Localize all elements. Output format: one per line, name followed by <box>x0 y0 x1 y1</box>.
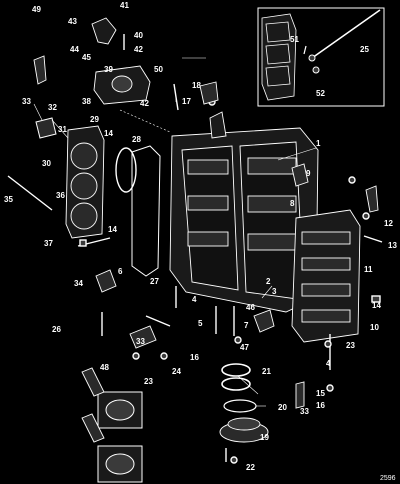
callout-33b: 33 <box>136 337 145 346</box>
callout-11: 11 <box>364 265 373 274</box>
inset-block-part <box>261 13 297 101</box>
oil-pressure-switch <box>35 117 57 139</box>
thermostat-housing <box>93 65 151 105</box>
callout-25: 25 <box>360 45 369 54</box>
callout-labels: 1 2 3 4 4 5 6 7 8 9 10 11 12 13 14 14 14… <box>4 1 397 472</box>
callout-50: 50 <box>154 65 163 74</box>
callout-14b: 14 <box>108 225 117 234</box>
seal-carrier <box>219 417 269 443</box>
figure-number: 2596 <box>380 475 396 482</box>
callout-2: 2 <box>266 277 271 286</box>
callout-28: 28 <box>132 135 141 144</box>
callout-42: 42 <box>134 45 143 54</box>
callout-43: 43 <box>68 17 77 26</box>
sensors <box>33 55 379 443</box>
callout-40: 40 <box>134 31 143 40</box>
callout-10: 10 <box>370 323 379 332</box>
cylinder-block <box>169 111 319 313</box>
head-gasket <box>131 145 161 277</box>
callout-22: 22 <box>246 463 255 472</box>
callout-6: 6 <box>118 267 123 276</box>
crankcase-cover <box>291 209 361 343</box>
callout-13: 13 <box>388 241 397 250</box>
callout-23b: 23 <box>144 377 153 386</box>
callout-8: 8 <box>290 199 295 208</box>
callout-1: 1 <box>316 139 321 148</box>
callout-18: 18 <box>192 81 201 90</box>
callout-29: 29 <box>90 115 99 124</box>
callout-4b: 4 <box>326 359 331 368</box>
callout-27: 27 <box>150 277 159 286</box>
seal-inset-lower <box>97 445 143 483</box>
inset-detail-box <box>257 7 385 107</box>
inset-washer <box>312 66 320 74</box>
seal-inset-upper <box>97 391 143 429</box>
callout-26: 26 <box>52 325 61 334</box>
inset-sensor <box>308 54 316 62</box>
callout-44: 44 <box>70 45 79 54</box>
hose-fitting <box>91 17 117 45</box>
callout-21: 21 <box>262 367 271 376</box>
callout-48: 48 <box>100 363 109 372</box>
callout-3: 3 <box>272 287 277 296</box>
callout-51: 51 <box>290 35 299 44</box>
callout-15: 15 <box>316 389 325 398</box>
callout-45: 45 <box>82 53 91 62</box>
callout-23: 23 <box>346 341 355 350</box>
fasteners <box>7 34 383 464</box>
callout-38: 38 <box>82 97 91 106</box>
callout-36: 36 <box>56 191 65 200</box>
callout-49: 49 <box>32 5 41 14</box>
callout-16b: 16 <box>316 401 325 410</box>
callout-33c: 33 <box>300 407 309 416</box>
cylinder-head <box>65 125 105 239</box>
callout-31: 31 <box>58 125 67 134</box>
callout-24: 24 <box>172 367 181 376</box>
callout-17: 17 <box>182 97 191 106</box>
callout-39: 39 <box>104 65 113 74</box>
seal-ring-lower <box>221 377 251 391</box>
o-ring <box>115 147 137 193</box>
callout-32: 32 <box>48 103 57 112</box>
inset-sensor-lead <box>311 9 381 59</box>
callout-20: 20 <box>278 403 287 412</box>
callout-46: 46 <box>246 303 255 312</box>
callout-9: 9 <box>306 169 311 178</box>
callout-30: 30 <box>42 159 51 168</box>
callout-19: 19 <box>260 433 269 442</box>
callout-52: 52 <box>316 89 325 98</box>
callout-37: 37 <box>44 239 53 248</box>
callout-7: 7 <box>244 321 249 330</box>
callout-42b: 42 <box>140 99 149 108</box>
callout-47: 47 <box>240 343 249 352</box>
callout-14c: 14 <box>372 301 381 310</box>
callout-16: 16 <box>190 353 199 362</box>
callout-12: 12 <box>384 219 393 228</box>
leader-lines <box>33 57 317 407</box>
callout-35: 35 <box>4 195 13 204</box>
callout-4: 4 <box>192 295 197 304</box>
callout-41: 41 <box>120 1 129 10</box>
seal-ring-upper <box>221 363 251 377</box>
callout-33: 33 <box>22 97 31 106</box>
callout-34: 34 <box>74 279 83 288</box>
callout-14: 14 <box>104 129 113 138</box>
callout-5: 5 <box>198 319 203 328</box>
